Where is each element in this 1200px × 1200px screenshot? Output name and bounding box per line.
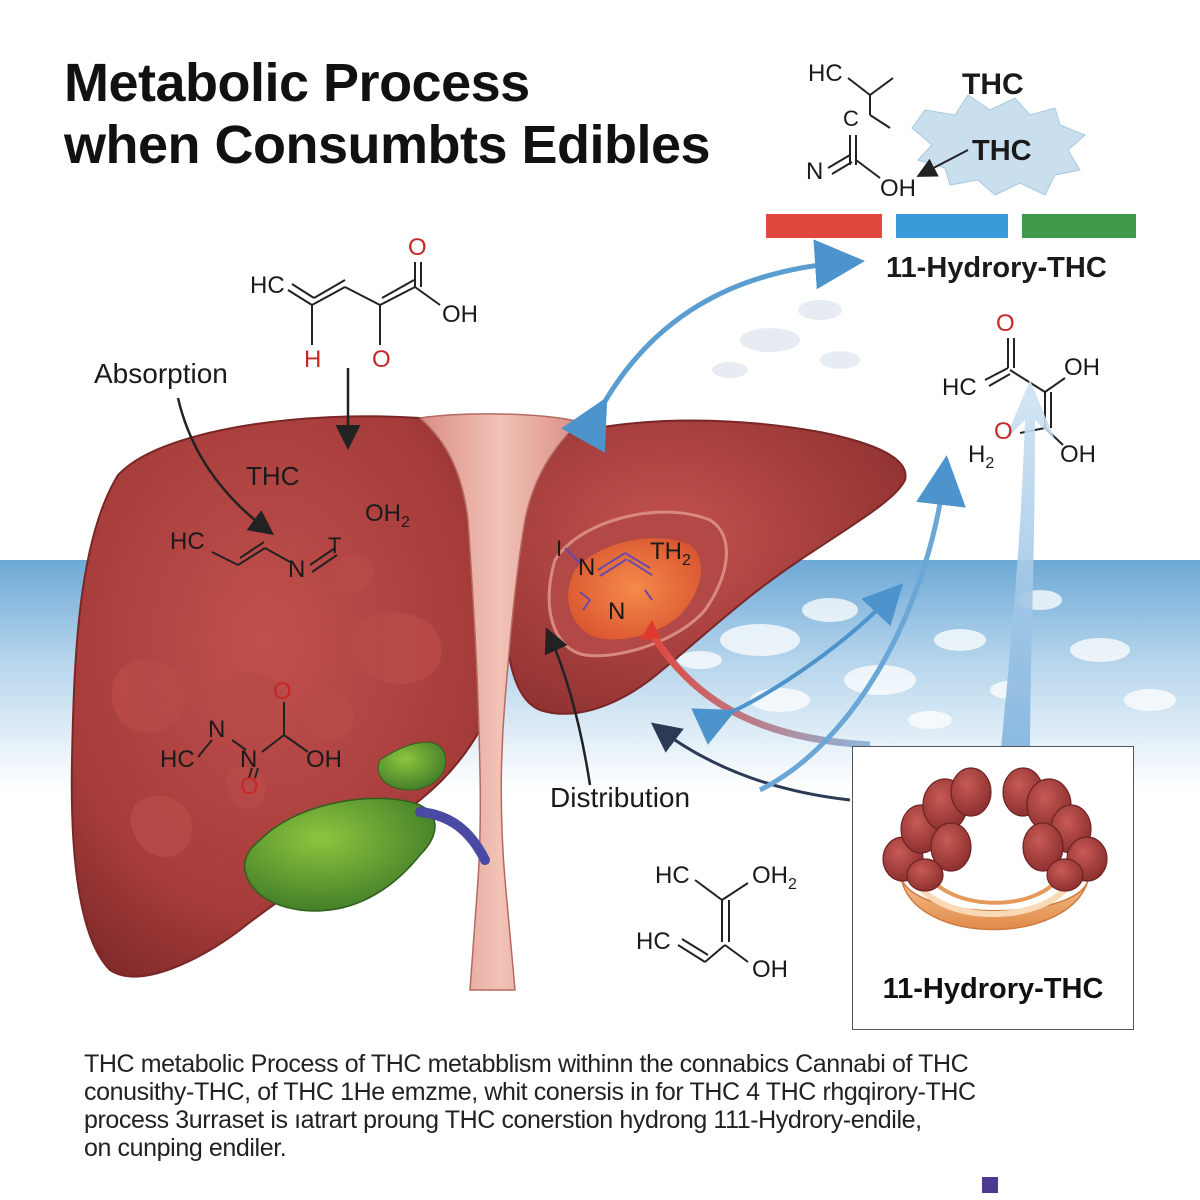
legend-thc-label: THC	[962, 68, 1024, 101]
chem-hc: HC	[636, 928, 671, 955]
page-title: Metabolic Process when Consumbts Edibles	[64, 52, 711, 176]
red-flow-arrowhead	[640, 620, 660, 640]
chem-oh2: OH2	[752, 862, 797, 893]
inset-panel: 11-Hydrory-THC	[852, 746, 1134, 1030]
enzyme-core	[568, 538, 701, 640]
chem-oh: OH	[880, 175, 916, 202]
chem-oh: OH	[752, 956, 788, 983]
chem-oh: OH	[306, 746, 342, 773]
chem-oh: OH	[1064, 354, 1100, 381]
caption-line: process 3urraset is ıatrart proung THC c…	[84, 1106, 922, 1134]
chem-o: O	[372, 346, 391, 373]
chem-i: I	[556, 536, 563, 561]
thc-label: THC	[246, 461, 300, 491]
title-line-2: when Consumbts Edibles	[64, 115, 711, 175]
chem-n: N	[288, 556, 306, 583]
upward-flow-arrow	[1000, 380, 1055, 760]
chem-h2: H2	[968, 441, 995, 472]
transport-arrow-top	[561, 239, 865, 453]
excretion-arrow	[758, 455, 966, 793]
inset-label: 11-Hydrory-THC	[882, 973, 1104, 1005]
absorption-label: Absorption	[94, 358, 228, 389]
gallbladder	[243, 797, 436, 912]
legend-bar-green	[1022, 214, 1136, 238]
legend-bar-red	[766, 214, 882, 238]
hydroxy-thc-label: 11-Hydrory-THC	[886, 252, 1107, 284]
caption-paragraph: THC metabolic Process of THC metabblism …	[84, 1050, 1144, 1162]
legend-bar-blue	[896, 214, 1008, 238]
chem-hc: HC	[942, 374, 977, 401]
chem-oh2: OH2	[365, 500, 410, 531]
bile-duct	[415, 807, 490, 865]
return-arrow	[650, 722, 851, 802]
liver-spots	[111, 553, 442, 858]
watermark-icon	[982, 1177, 998, 1193]
chem-hc: HC	[655, 862, 690, 889]
caption-line: THC metabolic Process of THC metabblism …	[84, 1050, 969, 1078]
chem-o: O	[994, 418, 1013, 445]
gallbladder-neck	[377, 741, 447, 791]
caption-line: on cunping endiler.	[84, 1134, 287, 1162]
chem-h: H	[304, 346, 322, 373]
chem-hc: HC	[160, 746, 195, 773]
faint-bubbles	[712, 300, 860, 378]
thc-pointer-arrow	[916, 149, 969, 177]
chem-th2: TH2	[650, 538, 691, 569]
chem-o: O	[240, 773, 259, 800]
chem-n: N	[578, 554, 596, 581]
title-line-1: Metabolic Process	[64, 53, 530, 113]
chem-o: O	[996, 310, 1015, 337]
chem-hc: HC	[170, 528, 205, 555]
chem-oh: OH	[1060, 441, 1096, 468]
chem-c: C	[843, 106, 859, 131]
caption-line: conusithy-THC, of THC 1He emzme, whit co…	[84, 1078, 976, 1106]
distribution-label: Distribution	[550, 782, 691, 813]
intestine-illustration	[882, 767, 1108, 931]
chem-t: T	[328, 533, 342, 558]
molecule-bonds	[197, 77, 1066, 963]
chem-oh: OH	[442, 301, 478, 328]
distribution-arrow	[544, 627, 592, 786]
chem-hc: HC	[808, 60, 843, 87]
chem-o: O	[408, 234, 427, 261]
absorption-arrow	[176, 397, 275, 535]
burst-thc-label: THC	[972, 135, 1032, 167]
chem-n: N	[608, 598, 626, 625]
chem-n: N	[806, 158, 824, 185]
enzyme-bonds	[564, 547, 653, 611]
chem-o: O	[273, 678, 292, 705]
chem-hc: HC	[250, 272, 285, 299]
chem-n: N	[208, 716, 226, 743]
exchange-arrow	[691, 583, 904, 745]
chem-n: N	[240, 746, 258, 773]
